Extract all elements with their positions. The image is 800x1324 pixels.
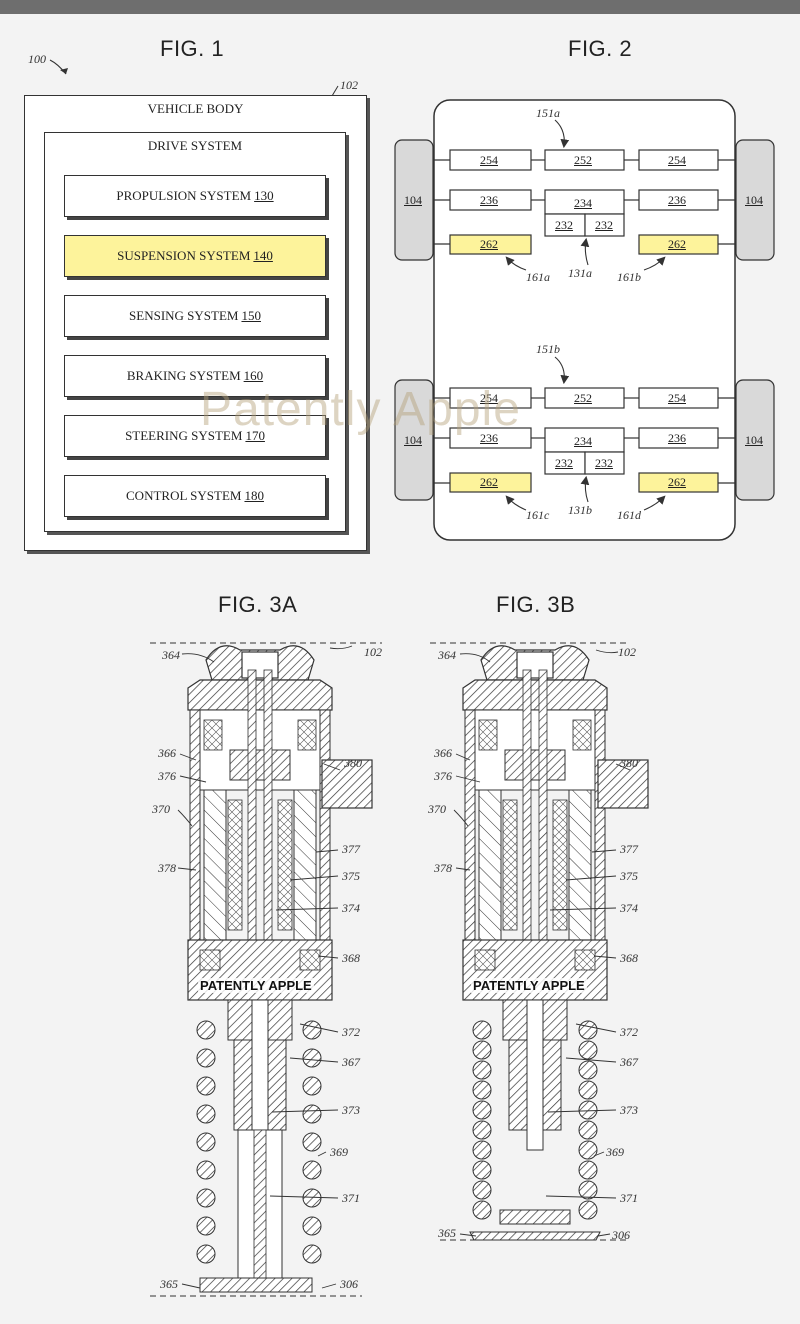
num-254: 254 [668,391,686,405]
system-number: 140 [253,248,273,263]
num-262: 262 [480,237,498,251]
num-236: 236 [480,193,498,207]
num-236: 236 [480,431,498,445]
top-bar [0,0,800,14]
ref-102: 102 [340,78,358,92]
num-232: 232 [555,456,573,470]
watermark-patently-apple: Patently Apple [200,383,521,436]
ref-161c: 161c [526,508,550,522]
ref-131b: 131b [568,503,592,517]
num-262: 262 [668,475,686,489]
ref-151b: 151b [536,342,560,356]
num-236: 236 [668,431,686,445]
system-number: 170 [245,428,265,443]
ref-161a: 161a [526,270,550,284]
num-254: 254 [480,391,498,405]
system-label: STEERING SYSTEM [125,428,243,443]
num-262: 262 [668,237,686,251]
system-number: 130 [254,188,274,203]
num-236: 236 [668,193,686,207]
fig3a-title: FIG. 3A [218,592,298,617]
num-252: 252 [574,391,592,405]
num-262: 262 [480,475,498,489]
wheel-label: 104 [745,193,763,207]
wheel-label: 104 [745,433,763,447]
wheel-rear-left [394,379,434,501]
num-234: 234 [574,196,592,210]
num-254: 254 [668,153,686,167]
num-254: 254 [480,153,498,167]
num-232: 232 [595,218,613,232]
fig3-drawings [150,642,649,1297]
fig2-title: FIG. 2 [568,36,633,61]
fig2-labels: 104 104 104 104 151a 131a 161a 161b 151b… [0,0,800,600]
wheel-label: 104 [404,433,422,447]
wheel-label: 104 [404,193,422,207]
vehicle-body-label: VEHICLE BODY [147,101,244,116]
fig1-title: FIG. 1 [160,36,225,61]
system-number: 150 [241,308,261,323]
system-label: PROPULSION SYSTEM [116,188,252,203]
system-label: SENSING SYSTEM [129,308,239,323]
fig3b-title: FIG. 3B [496,592,576,617]
system-label: SUSPENSION SYSTEM [117,248,251,263]
system-number: 180 [244,488,264,503]
fig2-diagram [394,99,775,541]
ref-161d: 161d [617,508,641,522]
num-234: 234 [574,434,592,448]
ref-151a: 151a [536,106,560,120]
num-232: 232 [595,456,613,470]
drive-system-label: DRIVE SYSTEM [147,138,243,153]
ref-100: 100 [28,52,46,66]
system-label: CONTROL SYSTEM [126,488,242,503]
ref-131a: 131a [568,266,592,280]
ref-161b: 161b [617,270,641,284]
system-number: 160 [243,368,264,383]
watermark-stamp: PATENTLY APPLE [198,978,314,993]
num-252: 252 [574,153,592,167]
watermark-stamp: PATENTLY APPLE [471,978,587,993]
wheel-rear-right [735,379,775,501]
system-label: BRAKING SYSTEM [126,368,241,383]
num-232: 232 [555,218,573,232]
